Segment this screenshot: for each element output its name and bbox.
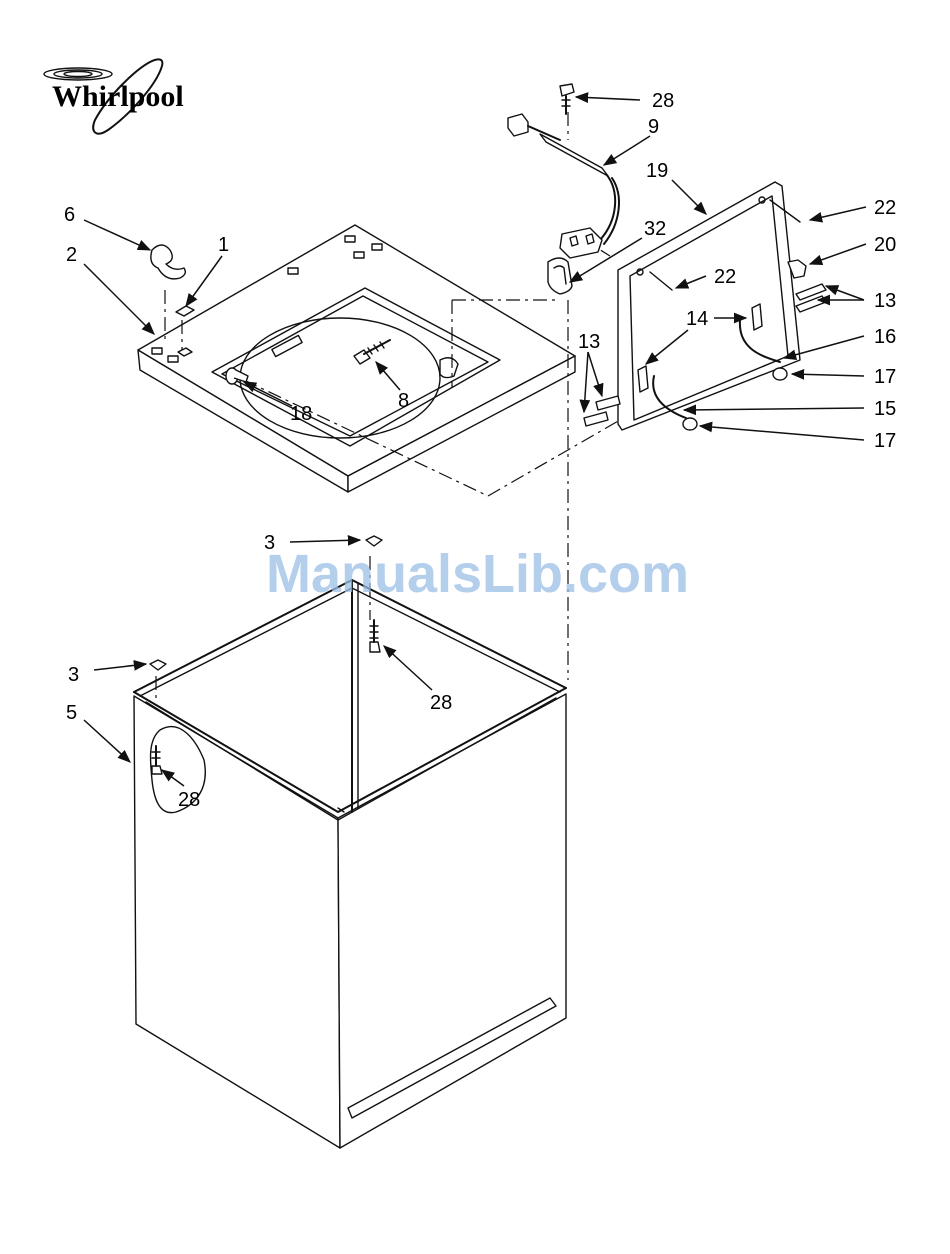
clip-part-6	[151, 245, 185, 279]
callout-3-lower: 3	[68, 664, 79, 686]
callout-8: 8	[398, 390, 409, 412]
screw-part-28-mid	[370, 620, 380, 652]
callout-28-top: 28	[652, 90, 674, 112]
watermark-text: ManualsLib.com	[266, 544, 689, 604]
whirlpool-logo: Whirlpool	[44, 59, 184, 133]
callout-28-low: 28	[178, 789, 200, 811]
callout-5: 5	[66, 702, 77, 724]
callout-17-lower: 17	[874, 430, 896, 452]
callout-32: 32	[644, 218, 666, 240]
callout-22-right: 22	[874, 197, 896, 219]
callout-20: 20	[874, 234, 896, 256]
callout-22-inner: 22	[714, 266, 736, 288]
lid-switch-part-9	[508, 114, 619, 258]
callout-9: 9	[648, 116, 659, 138]
callout-18: 18	[290, 403, 312, 425]
clip-part-3-lower	[150, 660, 166, 670]
callout-1: 1	[218, 234, 229, 256]
callout-14: 14	[686, 308, 708, 330]
brand-name: Whirlpool	[52, 80, 184, 113]
rear-panel-part-19	[584, 182, 826, 430]
callout-6: 6	[64, 204, 75, 226]
callout-13-right: 13	[874, 290, 896, 312]
screw-part-28-top	[560, 84, 574, 114]
callout-13-left: 13	[578, 331, 600, 353]
callout-3-upper: 3	[264, 532, 275, 554]
callout-2: 2	[66, 244, 77, 266]
switch-cover-part-32	[548, 258, 572, 294]
callout-15: 15	[874, 398, 896, 420]
callout-19: 19	[646, 160, 668, 182]
cabinet-part-5	[134, 580, 566, 1148]
callout-17-upper: 17	[874, 366, 896, 388]
callout-16: 16	[874, 326, 896, 348]
callout-28-mid: 28	[430, 692, 452, 714]
